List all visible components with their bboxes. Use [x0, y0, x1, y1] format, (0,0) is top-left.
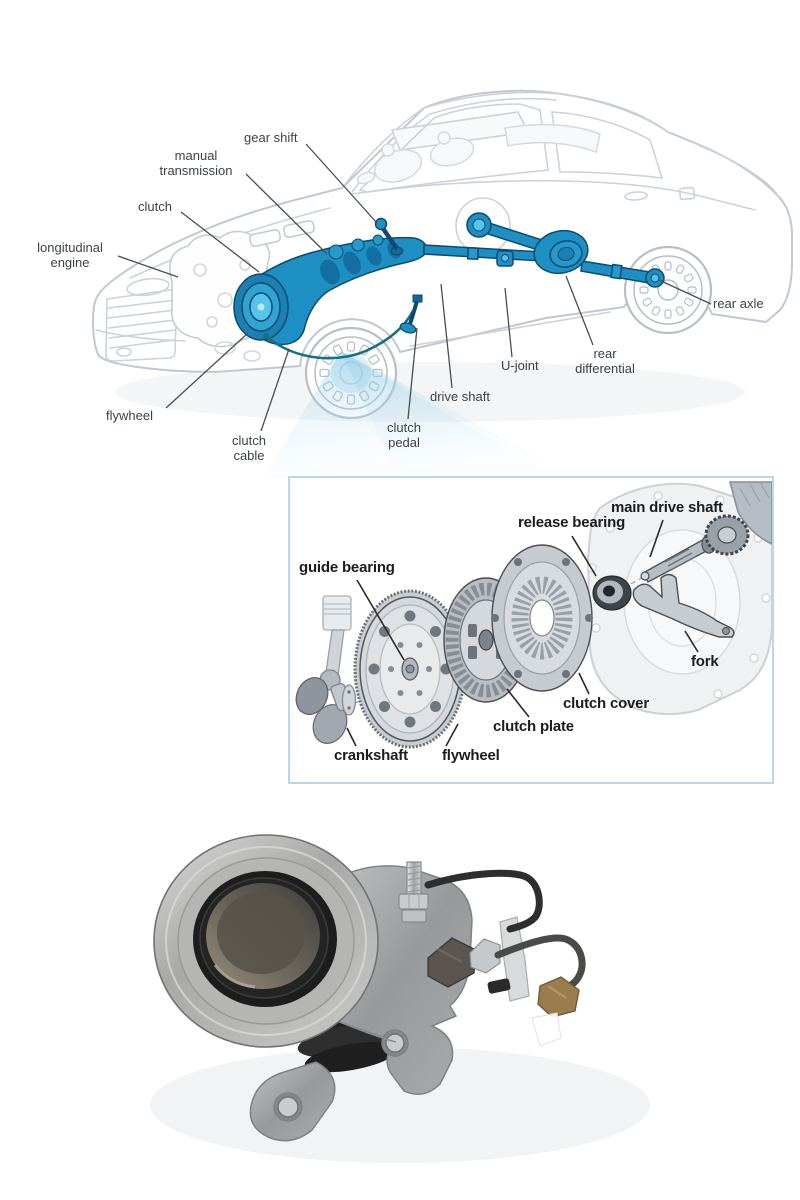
car-interior-seats: [356, 123, 601, 185]
rear-axle-assembly: [466, 212, 665, 288]
label-rear-differential: rear differential: [575, 346, 635, 376]
car-cutaway-diagram: [92, 89, 793, 478]
label-fork: fork: [691, 653, 719, 670]
label-flywheel-exploded: flywheel: [442, 747, 500, 764]
guide-bearing-part: [405, 664, 415, 674]
label-drive-shaft: drive shaft: [430, 389, 490, 404]
headlight: [126, 277, 170, 297]
label-clutch-plate: clutch plate: [493, 718, 574, 735]
beam-cone: [263, 351, 578, 478]
end-fitting: [531, 976, 580, 1047]
label-flywheel: flywheel: [106, 408, 153, 423]
release-bearing-photo: [150, 834, 650, 1163]
label-release-bearing: release bearing: [518, 514, 626, 531]
label-guide-bearing: guide bearing: [299, 559, 395, 576]
clutch-exploded-panel: [288, 476, 774, 784]
bearing-ring: [153, 834, 379, 1048]
side-fitting: [427, 937, 501, 988]
bleed-stud: [398, 861, 429, 923]
label-clutch: clutch: [138, 199, 172, 214]
release-bearing-part: [592, 575, 632, 611]
label-gear-shift: gear shift: [244, 130, 298, 145]
label-clutch-cover: clutch cover: [563, 695, 649, 712]
label-rear-axle: rear axle: [713, 296, 764, 311]
gear-shift-lever: [374, 217, 404, 256]
crankshaft-piston: [295, 595, 357, 744]
label-clutch-cable: clutch cable: [232, 433, 266, 463]
fork-part: [632, 573, 735, 638]
label-u-joint: U-joint: [501, 358, 539, 373]
label-main-drive-shaft: main drive shaft: [611, 499, 723, 516]
clutch-housing: [233, 273, 289, 341]
label-crankshaft: crankshaft: [334, 747, 408, 764]
label-longitudinal-engine: longitudinal engine: [37, 240, 103, 270]
clutch-cover-part: [491, 544, 593, 692]
drivetrain-highlight: [233, 212, 665, 360]
label-clutch-pedal: clutch pedal: [387, 420, 421, 450]
main-drive-shaft-part: [640, 514, 750, 583]
rear-wheel: [623, 245, 713, 335]
transmission: [257, 236, 428, 346]
label-manual-transmission: manual transmission: [159, 148, 233, 178]
